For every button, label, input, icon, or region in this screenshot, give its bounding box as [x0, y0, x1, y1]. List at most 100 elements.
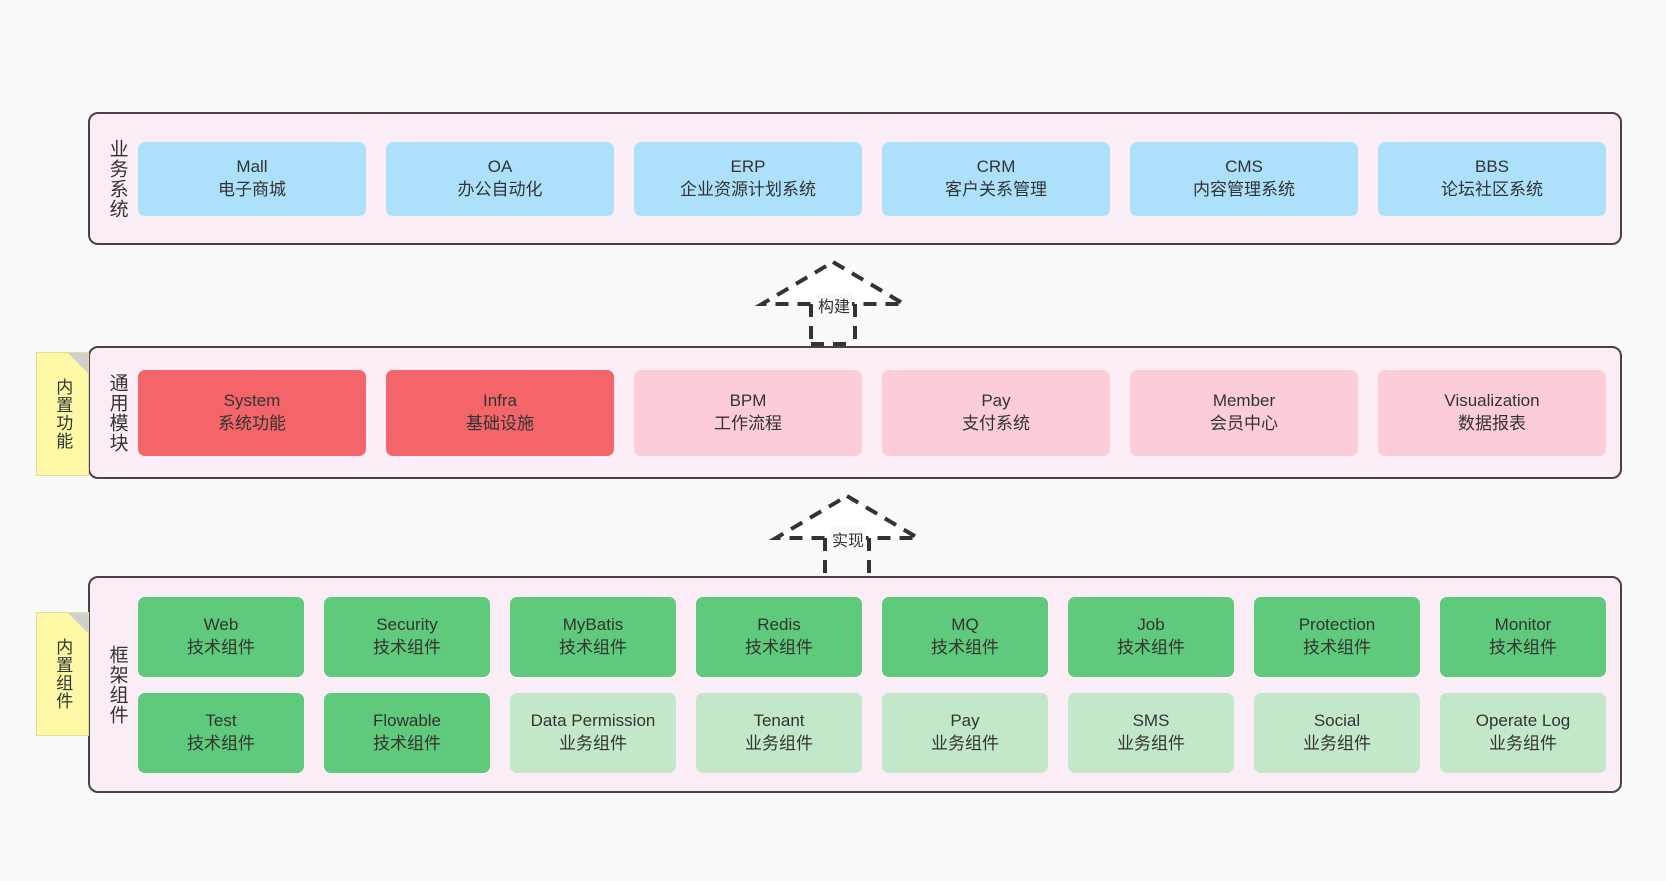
component-subtitle: 业务组件 — [1303, 733, 1371, 753]
component-name: Test — [205, 711, 237, 731]
connector-implement: 实现 — [768, 492, 926, 580]
component-name: System — [223, 391, 281, 411]
generalization-stem — [809, 304, 857, 346]
component-name: Flowable — [372, 711, 442, 731]
sticky-note-label: 内置组件 — [53, 638, 73, 710]
component-name: BPM — [729, 391, 767, 411]
component-name: SMS — [1132, 711, 1170, 731]
component-name: Tenant — [753, 711, 805, 731]
component-subtitle: 业务组件 — [559, 733, 627, 753]
component-name: Mall — [236, 157, 268, 177]
sticky-note-label: 内置功能 — [53, 378, 73, 450]
component-name: Security — [376, 615, 438, 635]
component-name: Job — [1137, 615, 1165, 635]
component-subtitle: 内容管理系统 — [1193, 179, 1295, 199]
component-name: Pay — [950, 711, 980, 731]
connector-build: 构建 — [754, 258, 912, 346]
component-name: Data Permission — [530, 711, 656, 731]
component-name: OA — [487, 157, 513, 177]
component-name: Redis — [757, 615, 801, 635]
component-subtitle: 技术组件 — [745, 637, 813, 657]
sticky-note-builtin-component: 内置组件 — [36, 612, 89, 736]
component-subtitle: 技术组件 — [373, 637, 441, 657]
layer-title-business: 业务系统 — [106, 138, 128, 219]
component-subtitle: 数据报表 — [1458, 413, 1526, 433]
component-name: MyBatis — [562, 615, 624, 635]
sticky-note-builtin-function: 内置功能 — [36, 352, 89, 476]
component-name: ERP — [730, 157, 766, 177]
component-name: Monitor — [1494, 615, 1552, 635]
connector-implement-label: 实现 — [830, 527, 867, 551]
component-name: Operate Log — [1475, 711, 1571, 731]
generalization-triangle — [754, 259, 912, 306]
connector-build-label: 构建 — [816, 293, 853, 317]
component-name: Web — [203, 615, 239, 635]
component-subtitle: 技术组件 — [187, 637, 255, 657]
component-name: CRM — [976, 157, 1016, 177]
generalization-triangle — [768, 493, 926, 540]
component-subtitle: 技术组件 — [559, 637, 627, 657]
component-name: Member — [1212, 391, 1276, 411]
component-subtitle: 技术组件 — [1117, 637, 1185, 657]
component-subtitle: 技术组件 — [1489, 637, 1557, 657]
component-name: Visualization — [1444, 391, 1540, 411]
component-subtitle: 技术组件 — [931, 637, 999, 657]
component-subtitle: 工作流程 — [714, 413, 782, 433]
component-name: BBS — [1474, 157, 1510, 177]
component-subtitle: 基础设施 — [466, 413, 534, 433]
component-name: MQ — [951, 615, 979, 635]
layer-title-common: 通用模块 — [106, 372, 128, 453]
component-name: CMS — [1225, 157, 1263, 177]
component-subtitle: 办公自动化 — [457, 179, 543, 199]
component-subtitle: 业务组件 — [931, 733, 999, 753]
component-subtitle: 论坛社区系统 — [1441, 179, 1543, 199]
component-subtitle: 技术组件 — [187, 733, 255, 753]
layer-title-framework: 框架组件 — [106, 644, 128, 725]
component-subtitle: 技术组件 — [373, 733, 441, 753]
component-name: Infra — [482, 391, 518, 411]
component-subtitle: 业务组件 — [1489, 733, 1557, 753]
component-subtitle: 支付系统 — [962, 413, 1030, 433]
component-subtitle: 系统功能 — [218, 413, 286, 433]
component-subtitle: 业务组件 — [745, 733, 813, 753]
component-subtitle: 技术组件 — [1303, 637, 1371, 657]
component-subtitle: 企业资源计划系统 — [680, 179, 816, 199]
component-name: Pay — [981, 391, 1011, 411]
